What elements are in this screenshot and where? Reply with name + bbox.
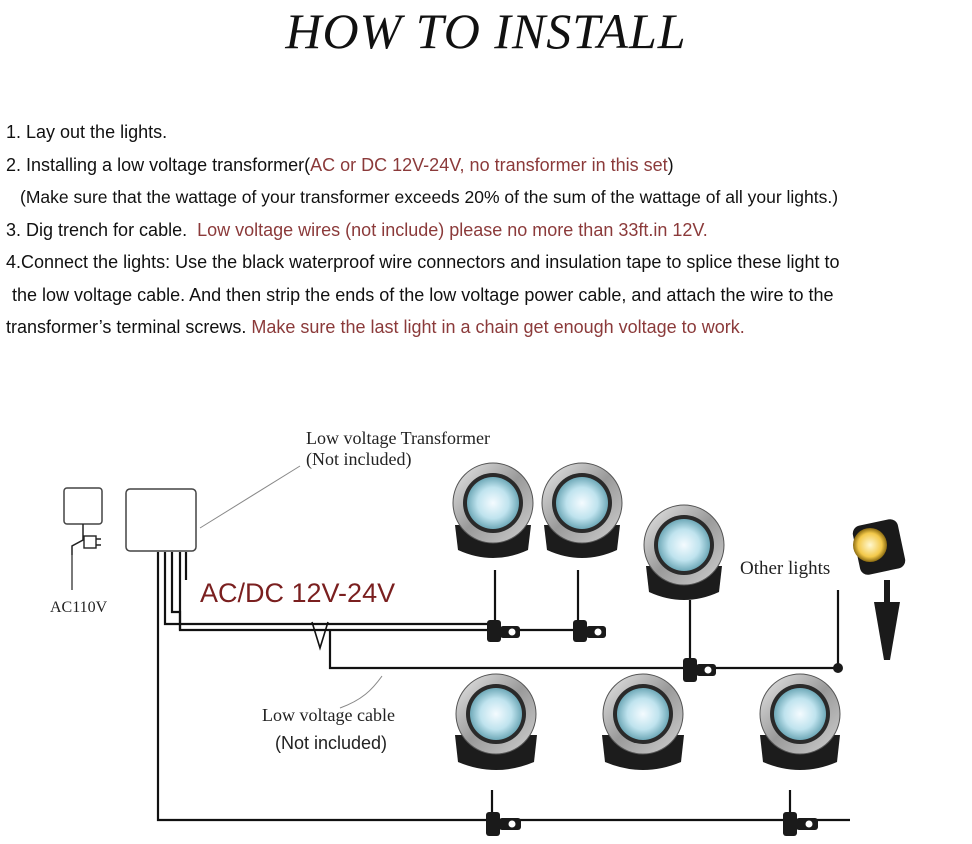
spike-spotlight-icon	[852, 519, 906, 660]
step-3-highlight: Low voltage wires (not include) please n…	[197, 219, 708, 240]
step-4-text-3: transformer’s terminal screws.	[6, 317, 247, 337]
instruction-steps: 1. Lay out the lights. 2. Installing a l…	[6, 116, 968, 344]
transformer-pointer-line	[199, 465, 301, 529]
step-2: 2. Installing a low voltage transformer(…	[6, 149, 968, 182]
voltage-label: AC/DC 12V-24V	[200, 578, 395, 608]
step-3-text: 3. Dig trench for cable.	[6, 219, 188, 240]
step-4-line-2: the low voltage cable. And then strip th…	[6, 279, 968, 312]
inground-light-icon-3	[643, 504, 725, 600]
step-1: 1. Lay out the lights.	[6, 116, 968, 149]
inground-light-icon-2	[541, 462, 623, 558]
step-2-note-text: (Make sure that the wattage of your tran…	[20, 187, 839, 207]
other-lights-label: Other lights	[740, 558, 830, 579]
step-4-line-3: transformer’s terminal screws. Make sure…	[6, 311, 968, 344]
inground-light-icon-1	[452, 462, 534, 558]
step-4-text-1: 4.Connect the lights: Use the black wate…	[6, 252, 840, 272]
inground-light-icon-4	[455, 673, 537, 770]
cable-label-line-2: (Not included)	[275, 733, 387, 753]
step-2-text: 2. Installing a low voltage transformer(	[6, 154, 311, 175]
t-connector-icon	[311, 621, 329, 651]
page-title: HOW TO INSTALL	[285, 3, 687, 59]
step-2-note: (Make sure that the wattage of your tran…	[6, 181, 968, 214]
ac110v-label: AC110V	[50, 599, 108, 616]
step-4-line-1: 4.Connect the lights: Use the black wate…	[6, 246, 968, 279]
transformer-label-line-2: (Not included)	[306, 449, 411, 470]
step-2-end: )	[667, 154, 674, 175]
step-4-text-2: the low voltage cable. And then strip th…	[12, 284, 834, 305]
plug-icon	[63, 487, 103, 590]
inground-light-icon-6	[759, 673, 841, 770]
cable-pointer-line	[339, 675, 383, 709]
step-4-highlight: Make sure the last light in a chain get …	[251, 317, 745, 337]
wiring-diagram: Low voltage Transformer (Not included) A…	[50, 428, 906, 836]
step-1-text: 1. Lay out the lights.	[6, 122, 168, 142]
inground-light-icon-5	[602, 673, 684, 770]
transformer-icon	[125, 488, 197, 552]
wire-connector-icons	[486, 620, 843, 836]
cable-label-line-1: Low voltage cable	[262, 705, 395, 725]
step-2-highlight: AC or DC 12V-24V, no transformer in this…	[310, 154, 668, 175]
transformer-label-line-1: Low voltage Transformer	[306, 428, 490, 448]
step-3: 3. Dig trench for cable. Low voltage wir…	[6, 214, 968, 247]
